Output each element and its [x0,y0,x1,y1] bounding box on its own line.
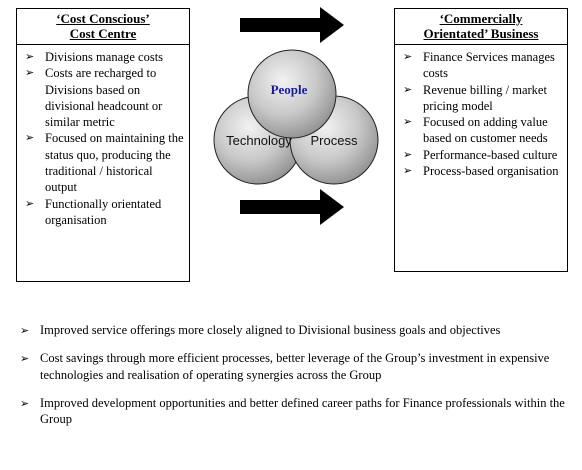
commercial-business-box: ‘Commercially Orientated’ Business ➢Fina… [394,8,568,272]
process-label: Process [311,133,358,148]
commercial-business-heading: ‘Commercially Orientated’ Business [395,9,567,45]
people-label: People [271,82,308,97]
benefit-item: ➢Improved service offerings more closely… [20,322,570,338]
cost-centre-heading: ‘Cost Conscious’ Cost Centre [17,9,189,45]
list-item: ➢Divisions manage costs [25,50,164,64]
arrow-bullet-icon: ➢ [25,131,35,145]
benefits-list: ➢Improved service offerings more closely… [20,322,570,439]
commercial-business-list: ➢Finance Services manages costs ➢Revenue… [395,45,567,179]
arrow-bullet-icon: ➢ [403,82,413,96]
arrow-bullet-icon: ➢ [403,147,413,161]
list-item: ➢Finance Services manages costs [403,50,555,81]
benefit-item: ➢Cost savings through more efficient pro… [20,351,550,382]
arrow-bullet-icon: ➢ [20,324,30,337]
list-item: ➢Costs are recharged to Divisions based … [25,66,163,130]
technology-label: Technology [226,133,292,148]
list-item: ➢Focused on maintaining the status quo, … [25,131,184,195]
list-item: ➢Revenue billing / market pricing model [403,82,547,113]
cost-centre-box: ‘Cost Conscious’ Cost Centre ➢Divisions … [16,8,190,282]
arrow-bullet-icon: ➢ [25,50,35,63]
top-right-arrow-icon [240,7,344,43]
cost-centre-title-line2: Cost Centre [69,26,137,41]
arrow-bullet-icon: ➢ [403,115,413,129]
list-item: ➢Performance-based culture [403,147,558,162]
list-item: ➢Functionally orientated organisation [25,196,162,227]
cost-centre-title-line1: ‘Cost Conscious’ [56,11,150,26]
people-circle [247,49,337,139]
arrow-bullet-icon: ➢ [403,164,413,178]
arrow-bullet-icon: ➢ [20,396,30,410]
benefit-item: ➢Improved development opportunities and … [20,395,565,427]
commercial-business-title-line2: Orientated’ Business [423,26,539,41]
list-item: ➢Focused on adding value based on custom… [403,115,548,146]
arrow-bullet-icon: ➢ [403,50,413,63]
venn-diagram: People Technology Process [213,7,379,225]
bottom-right-arrow-icon [240,189,344,225]
arrow-bullet-icon: ➢ [25,196,35,210]
cost-centre-list: ➢Divisions manage costs ➢Costs are recha… [17,45,189,228]
arrow-bullet-icon: ➢ [25,66,35,80]
commercial-business-title-line1: ‘Commercially [439,11,523,26]
arrow-bullet-icon: ➢ [20,352,30,366]
list-item: ➢Process-based organisation [403,164,559,179]
